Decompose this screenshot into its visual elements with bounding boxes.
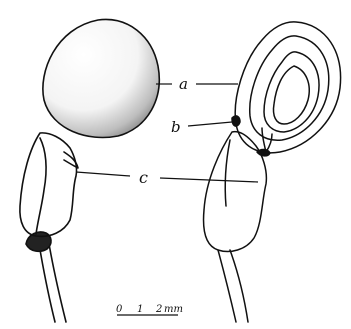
label-b: b <box>171 118 181 136</box>
scale-tick-0: 0 <box>116 304 123 315</box>
right-inner-coat <box>264 52 319 132</box>
leader-b <box>188 122 232 126</box>
right-kernel <box>273 66 309 124</box>
right-sheath <box>204 132 267 252</box>
right-outer-coat <box>235 22 340 153</box>
scale-bar: 0 1 2 mm <box>116 304 183 315</box>
left-bract-fold <box>36 138 46 234</box>
scale-unit: mm <box>164 304 183 315</box>
leader-c-left <box>76 172 130 176</box>
label-a: a <box>179 75 188 93</box>
right-stalk <box>218 250 248 322</box>
label-c: c <box>139 168 148 187</box>
left-seed-body <box>43 19 159 137</box>
right-sheath-inner-line <box>225 140 230 206</box>
right-middle-coat <box>250 36 329 140</box>
right-attachment-point <box>257 149 270 155</box>
scale-tick-2: 2 <box>155 304 162 315</box>
right-figure-section-view <box>204 22 341 322</box>
right-mark-b <box>232 116 240 126</box>
left-bract-sheath <box>20 133 77 236</box>
scale-tick-1: 1 <box>137 304 143 315</box>
left-basal-knob <box>26 232 51 251</box>
